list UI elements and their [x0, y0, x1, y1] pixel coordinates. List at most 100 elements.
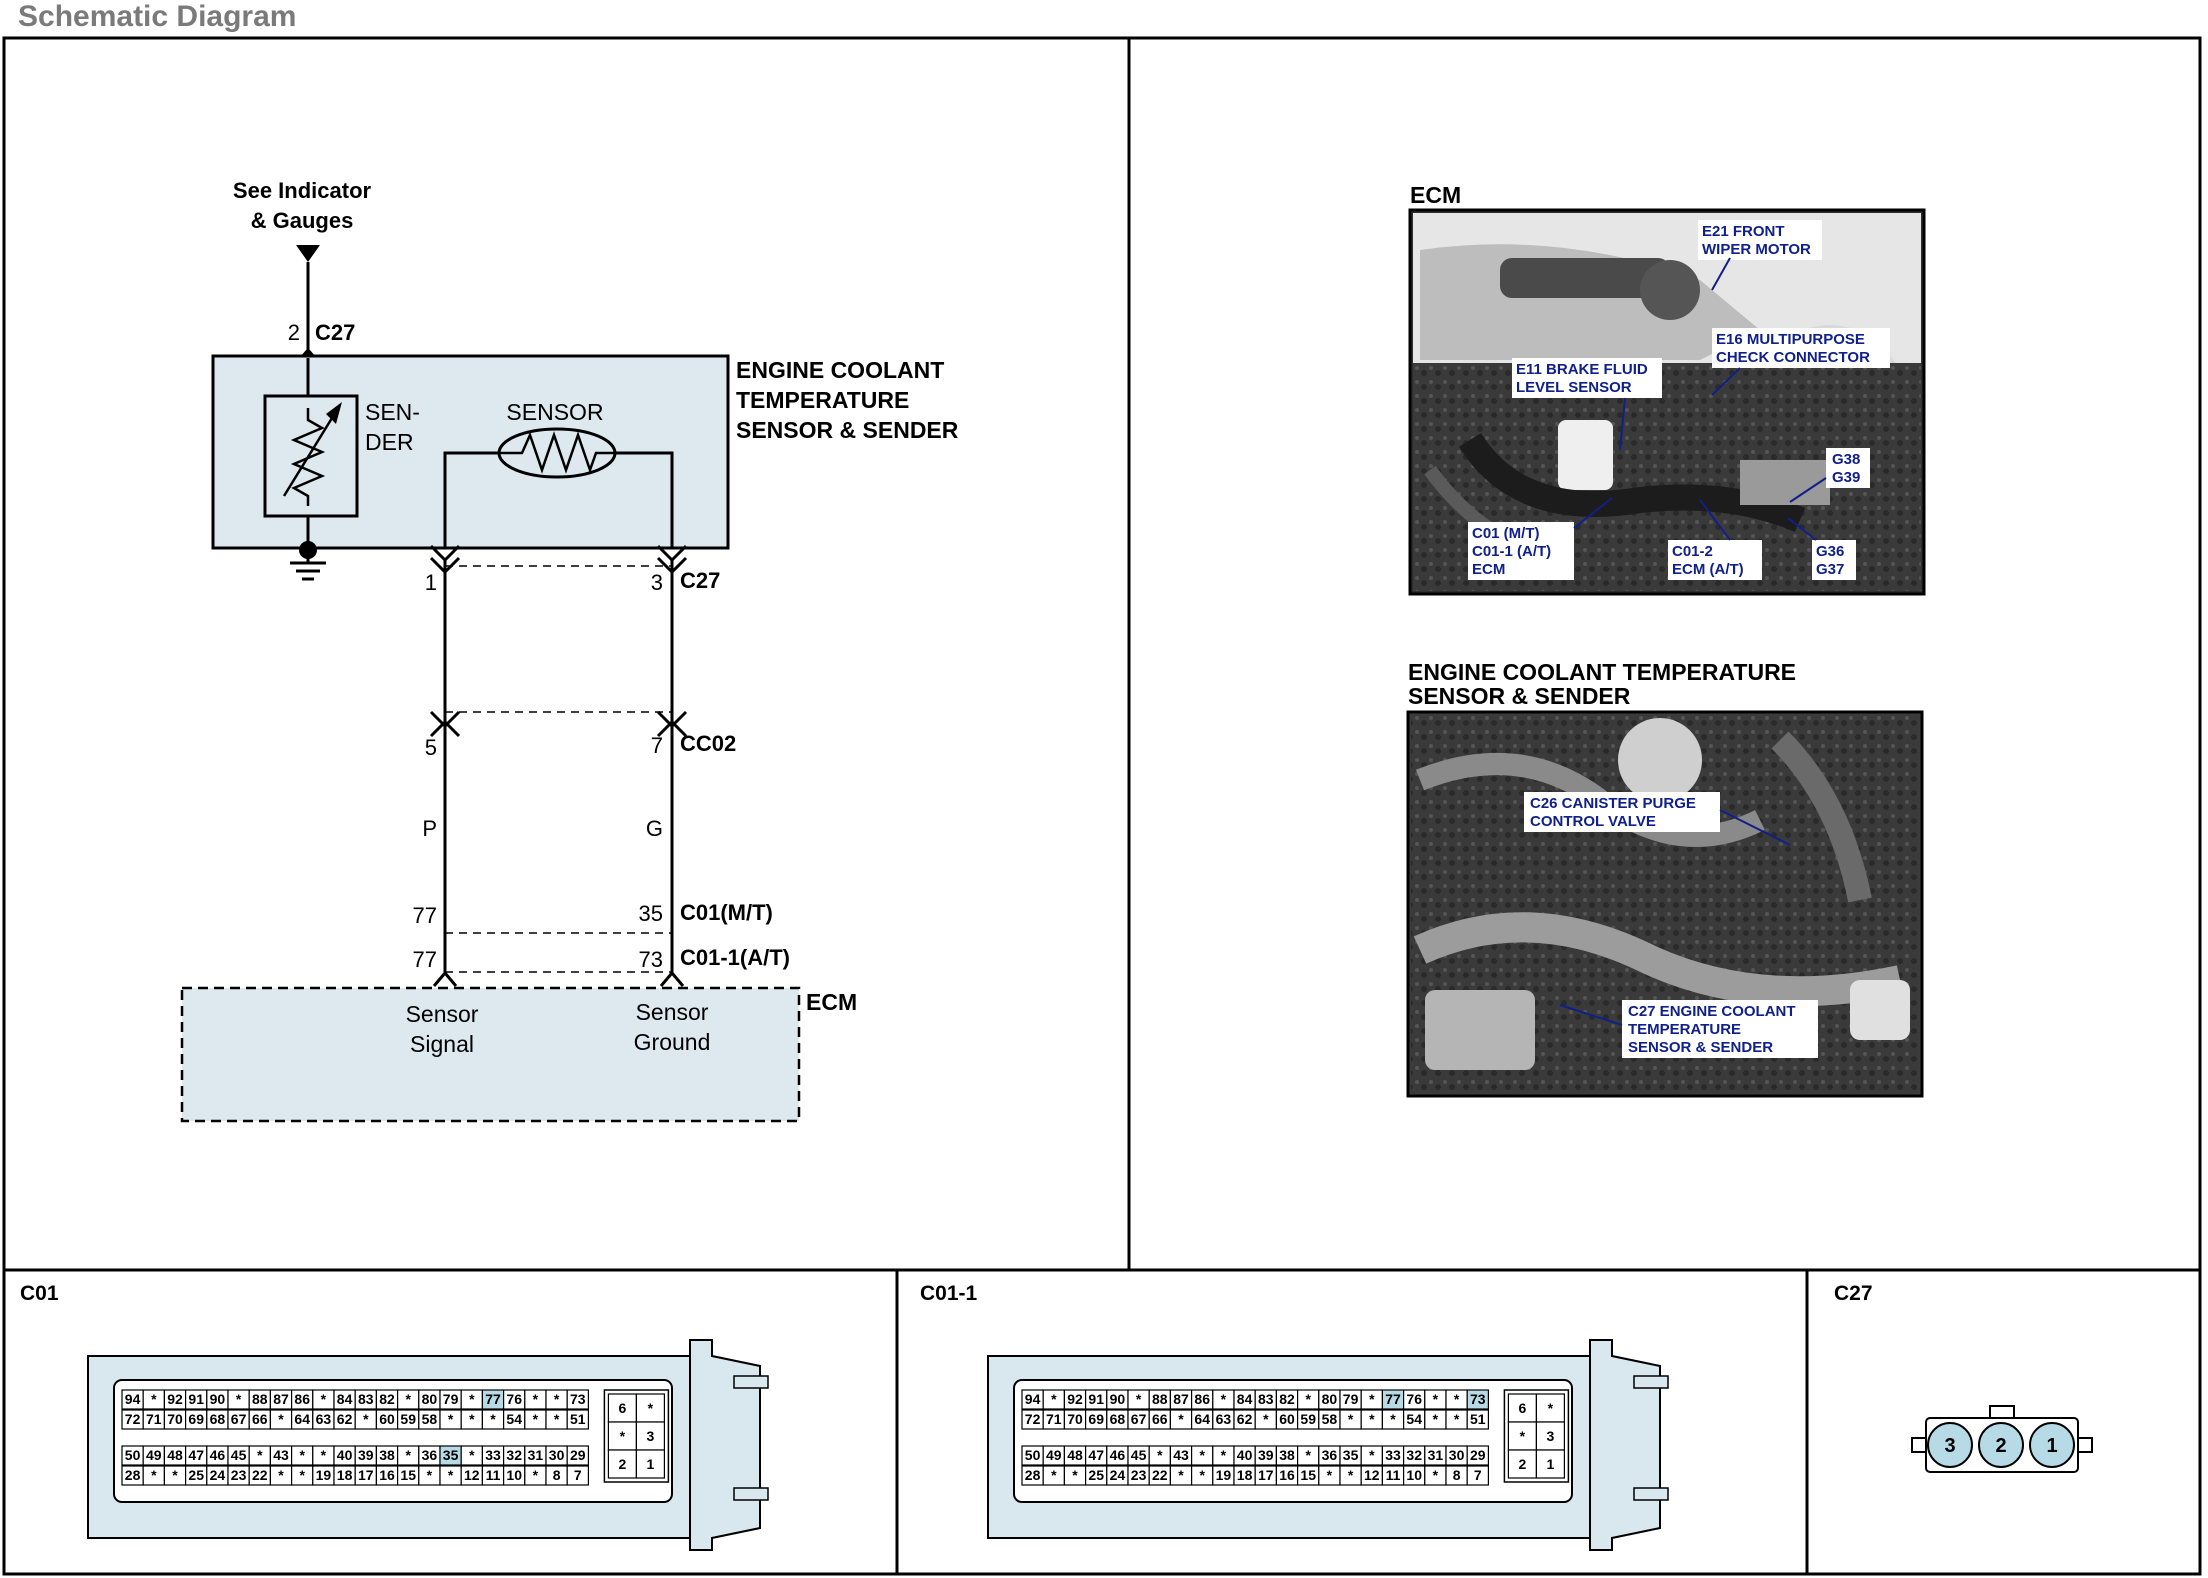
- pin-label: 45: [231, 1447, 247, 1463]
- pin-label: 10: [506, 1467, 522, 1483]
- pin-label: 72: [1025, 1411, 1041, 1427]
- pin-label: 15: [1300, 1467, 1316, 1483]
- pin-label: *: [1305, 1447, 1311, 1463]
- pin-label: 62: [1237, 1411, 1253, 1427]
- pin-cell: [566, 1389, 590, 1410]
- pin-cell: [1535, 1393, 1566, 1423]
- pin-label: 90: [1110, 1391, 1126, 1407]
- pin-label: *: [1327, 1467, 1333, 1483]
- pin-label: 19: [1216, 1467, 1232, 1483]
- pin-label: 59: [1300, 1411, 1316, 1427]
- pin-label: 15: [400, 1467, 416, 1483]
- label-c01-line2: C01-1 (A/T): [1472, 543, 1551, 560]
- sensor-wire-left: [443, 451, 500, 548]
- pin-label: *: [236, 1391, 242, 1407]
- c27-pin-2: [1978, 1422, 2024, 1468]
- page-frame: [2, 36, 2202, 1576]
- pin-label: 30: [549, 1447, 565, 1463]
- pin-label: 8: [1453, 1467, 1461, 1483]
- pin-label: 68: [210, 1411, 226, 1427]
- pin-label: 2: [1519, 1456, 1527, 1472]
- pin-label: 73: [570, 1391, 586, 1407]
- pin-label: 71: [1046, 1411, 1062, 1427]
- pin-label: *: [1051, 1391, 1057, 1407]
- ecm-sensor-ground-line1: Sensor: [636, 999, 709, 1025]
- pin-label: 6: [1519, 1400, 1527, 1416]
- pin-label: 49: [146, 1447, 162, 1463]
- pin-label: 40: [337, 1447, 353, 1463]
- pin-label: 71: [146, 1411, 162, 1427]
- pin-label: 59: [400, 1411, 416, 1427]
- c27-pin-2-label: 2: [1995, 1435, 2006, 1457]
- pin-label: 82: [1279, 1391, 1295, 1407]
- component-title-line2: TEMPERATURE: [736, 387, 909, 413]
- pin-label: 35: [443, 1447, 459, 1463]
- pin-label: 22: [252, 1467, 268, 1483]
- label-g36: G36: [1816, 543, 1844, 560]
- schematic: See Indicator & Gauges 2 C27 ENGINE COOL…: [180, 178, 959, 1123]
- c011-view-title: C01-1: [920, 1282, 978, 1305]
- pin-label: 12: [1364, 1467, 1380, 1483]
- pin-label: 16: [379, 1467, 395, 1483]
- see-indicator-line2: & Gauges: [251, 208, 354, 233]
- photo-shape-12: [1698, 220, 1822, 260]
- pin-label: 73: [1470, 1391, 1486, 1407]
- pin-label: 69: [188, 1411, 204, 1427]
- c27-left-pin: 1: [425, 570, 437, 595]
- pin-label: *: [1072, 1467, 1078, 1483]
- cc02-connector-label: CC02: [680, 731, 736, 756]
- pin-label: 6: [619, 1400, 627, 1416]
- label-e16-arrow-icon: [1711, 367, 1741, 396]
- pin-label: 7: [1474, 1467, 1482, 1483]
- sender-label-line1: SEN-: [365, 399, 420, 425]
- pin-label: *: [427, 1467, 433, 1483]
- label-e11-line1: E11 BRAKE FLUID: [1516, 361, 1648, 378]
- c01-latch: [689, 1339, 761, 1551]
- sender-label-line2: DER: [365, 429, 414, 455]
- pin-label: 11: [1386, 1467, 1401, 1483]
- sensor-resistor-icon: [500, 431, 615, 474]
- small-pin-block: [1503, 1389, 1570, 1483]
- c27-housing-2: [1911, 1437, 1927, 1453]
- label-e11-arrow-icon: [1619, 397, 1626, 451]
- pin-label: 7: [574, 1467, 582, 1483]
- ecm-sensor-ground-line2: Ground: [634, 1029, 711, 1055]
- ecm-pin-right-chevron-icon: [659, 970, 685, 987]
- component-title-line1: ENGINE COOLANT: [736, 357, 944, 383]
- pin-label: 36: [422, 1447, 438, 1463]
- pin-label: *: [490, 1411, 496, 1427]
- cc02-pin5-chevron-icon: [429, 710, 461, 729]
- pin-label: 76: [1406, 1391, 1422, 1407]
- pin-label: *: [469, 1411, 475, 1427]
- pin-label: 22: [1152, 1467, 1168, 1483]
- pin-label: 60: [1279, 1411, 1295, 1427]
- pin-label: *: [405, 1447, 411, 1463]
- pin-label: *: [648, 1400, 654, 1416]
- pin-label: *: [1520, 1428, 1526, 1444]
- pin-label: 1: [647, 1456, 655, 1472]
- pin-label: *: [1433, 1411, 1439, 1427]
- pin-label: *: [299, 1447, 305, 1463]
- pin-cell: [1466, 1465, 1489, 1486]
- pin-label: *: [321, 1391, 327, 1407]
- photo-shape-4: [1640, 260, 1700, 320]
- label-c27-arrow-icon: [1559, 1004, 1623, 1026]
- pin-label: 1: [1547, 1456, 1555, 1472]
- pin-label: 76: [506, 1391, 522, 1407]
- pin-label: 88: [252, 1391, 268, 1407]
- label-g39: G39: [1832, 469, 1860, 486]
- pin-cell: [1507, 1393, 1538, 1423]
- photo-shape-11: [1740, 460, 1830, 505]
- label-e21-arrow-icon: [1711, 257, 1731, 291]
- wire-color-right: G: [646, 816, 663, 841]
- pin-label: 91: [188, 1391, 204, 1407]
- pin-label: *: [448, 1411, 454, 1427]
- pin-label: *: [1454, 1391, 1460, 1407]
- pin-label: *: [151, 1467, 157, 1483]
- label-c26-line2: CONTROL VALVE: [1530, 813, 1656, 830]
- pin-label: 66: [1152, 1411, 1168, 1427]
- wire-color-left: P: [422, 816, 437, 841]
- photo-shape-25: [1850, 980, 1910, 1040]
- pin-label: *: [1348, 1467, 1354, 1483]
